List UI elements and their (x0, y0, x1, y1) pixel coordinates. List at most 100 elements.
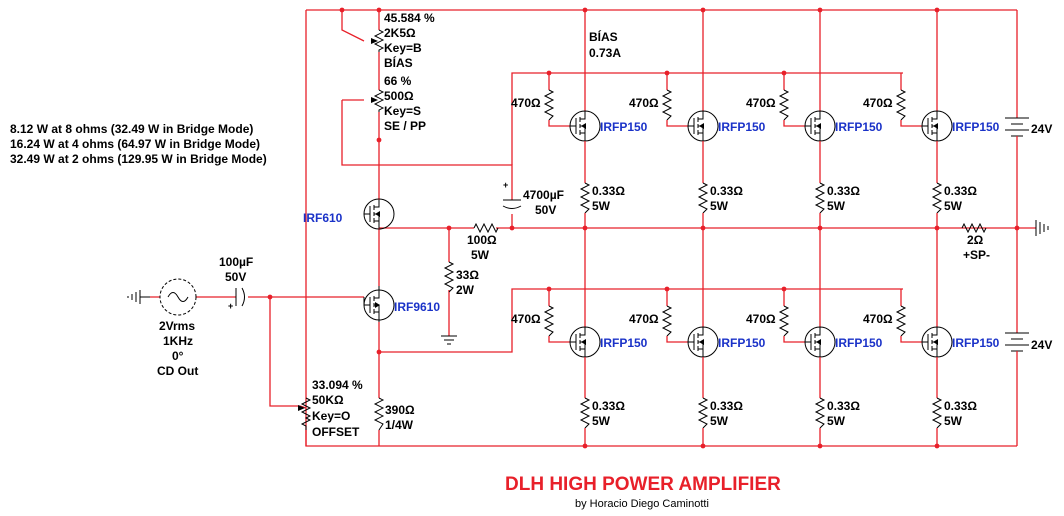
resistor-shunt (443, 261, 455, 293)
r-series-labels: 100Ω 5W (467, 233, 497, 262)
source-labels: 2Vrms 1KHz 0° CD Out (157, 319, 198, 378)
gate-resistor-label: 470Ω (511, 312, 541, 326)
bias-current-label: BÍAS (589, 29, 618, 44)
output-cap-value: 4700µF (523, 188, 564, 202)
pot-bias-percent: 45.584 % (384, 11, 435, 25)
input-cap-labels: 100µF 50V (219, 255, 253, 284)
resistor-series (473, 222, 499, 234)
source-resistor-value: 0.33Ω (592, 184, 625, 198)
input-cap-voltage: 50V (225, 270, 246, 284)
mosfet-label: IRFP150 (835, 120, 883, 134)
junction-dots (267, 7, 1020, 449)
source-resistor-power: 5W (944, 199, 963, 213)
power-rating-8ohm: 8.12 W at 8 ohms (32.49 W in Bridge Mode… (10, 122, 253, 136)
load-value: 2Ω (967, 233, 984, 247)
load-labels: 2Ω +SP- (963, 233, 990, 262)
source-resistor-value: 0.33Ω (710, 184, 743, 198)
pot-offset-key: Key=O (312, 409, 350, 423)
svg-text:+: + (228, 301, 233, 311)
source-frequency: 1KHz (163, 334, 193, 348)
supply-bottom-voltage: 24V (1031, 338, 1052, 352)
pot-offset-symbol (298, 397, 312, 430)
driver-bottom-label: IRF9610 (394, 300, 440, 314)
supply-top-voltage: 24V (1031, 122, 1052, 136)
source-name: CD Out (157, 364, 198, 378)
output-stage-top: 470ΩIRFP1500.33Ω5W470ΩIRFP1500.33Ω5W470Ω… (511, 10, 1000, 228)
r-bottom-value: 390Ω (385, 403, 415, 417)
pot-mode-value: 500Ω (384, 89, 414, 103)
r-series-power: 5W (471, 248, 490, 262)
pot-mode-name: SE / PP (384, 119, 426, 133)
source-amplitude: 2Vrms (159, 319, 195, 333)
battery-top (1005, 117, 1029, 140)
capacitor-output: + (502, 180, 522, 209)
wires (150, 9, 1018, 447)
mosfet-label: IRFP150 (600, 120, 648, 134)
r-shunt-value: 33Ω (456, 268, 479, 282)
mosfet-label: IRFP150 (952, 120, 1000, 134)
pot-mode-labels: 66 % 500Ω Key=S SE / PP (384, 74, 426, 133)
load-name: +SP- (963, 248, 990, 262)
mosfet-driver-bottom (363, 286, 395, 322)
source-resistor-value: 0.33Ω (944, 399, 977, 413)
source-resistor-value: 0.33Ω (827, 399, 860, 413)
ground-icon (441, 333, 457, 345)
gate-resistor-label: 470Ω (511, 96, 541, 110)
pot-bias-name: BÍAS (384, 55, 413, 70)
gate-resistor-label: 470Ω (863, 96, 893, 110)
input-cap-value: 100µF (219, 255, 253, 269)
pot-bias-symbol (371, 29, 385, 52)
r-bottom-labels: 390Ω 1/4W (385, 403, 415, 432)
ground-icon (1017, 220, 1049, 236)
pot-mode-percent: 66 % (384, 74, 412, 88)
r-shunt-labels: 33Ω 2W (456, 268, 479, 297)
power-rating-2ohm: 32.49 W at 2 ohms (129.95 W in Bridge Mo… (10, 152, 267, 166)
gate-resistor-label: 470Ω (746, 96, 776, 110)
source-resistor-power: 5W (827, 199, 846, 213)
pot-offset-name: OFFSET (312, 425, 360, 439)
output-cap-labels: 4700µF 50V (523, 188, 564, 217)
resistor-bottom (373, 397, 385, 431)
svg-text:+: + (503, 180, 508, 190)
mosfet-label: IRFP150 (952, 336, 1000, 350)
resistor-load (961, 222, 987, 234)
source-phase: 0° (172, 349, 184, 363)
driver-top-label: IRF610 (303, 211, 343, 225)
gate-resistor-label: 470Ω (629, 96, 659, 110)
output-stage-bottom: 470ΩIRFP1500.33Ω5W470ΩIRFP1500.33Ω5W470Ω… (511, 228, 1000, 446)
pot-mode-symbol (371, 89, 385, 112)
mosfet-driver-top (363, 198, 395, 230)
r-shunt-power: 2W (456, 283, 475, 297)
mosfet-label: IRFP150 (718, 120, 766, 134)
source-resistor-power: 5W (944, 414, 963, 428)
pot-bias-labels: 45.584 % 2K5Ω Key=B BÍAS (384, 11, 435, 70)
mosfet-label: IRFP150 (835, 336, 883, 350)
gate-resistor-label: 470Ω (863, 312, 893, 326)
mosfet-label: IRFP150 (600, 336, 648, 350)
capacitor-input: + (228, 287, 245, 311)
pot-mode-key: Key=S (384, 104, 421, 118)
bias-current-labels: BÍAS 0.73A (589, 29, 621, 60)
pot-bias-key: Key=B (384, 41, 422, 55)
ac-source-symbol (159, 278, 197, 316)
source-resistor-value: 0.33Ω (827, 184, 860, 198)
source-resistor-power: 5W (592, 414, 611, 428)
pot-offset-value: 50KΩ (312, 393, 344, 407)
ground-icon (127, 290, 150, 304)
source-resistor-value: 0.33Ω (710, 399, 743, 413)
source-resistor-value: 0.33Ω (944, 184, 977, 198)
r-bottom-power: 1/4W (385, 418, 414, 432)
source-resistor-power: 5W (827, 414, 846, 428)
r-series-value: 100Ω (467, 233, 497, 247)
power-ratings: 8.12 W at 8 ohms (32.49 W in Bridge Mode… (10, 122, 267, 166)
mosfet-label: IRFP150 (718, 336, 766, 350)
pot-offset-percent: 33.094 % (312, 378, 363, 392)
output-cap-voltage: 50V (535, 203, 556, 217)
